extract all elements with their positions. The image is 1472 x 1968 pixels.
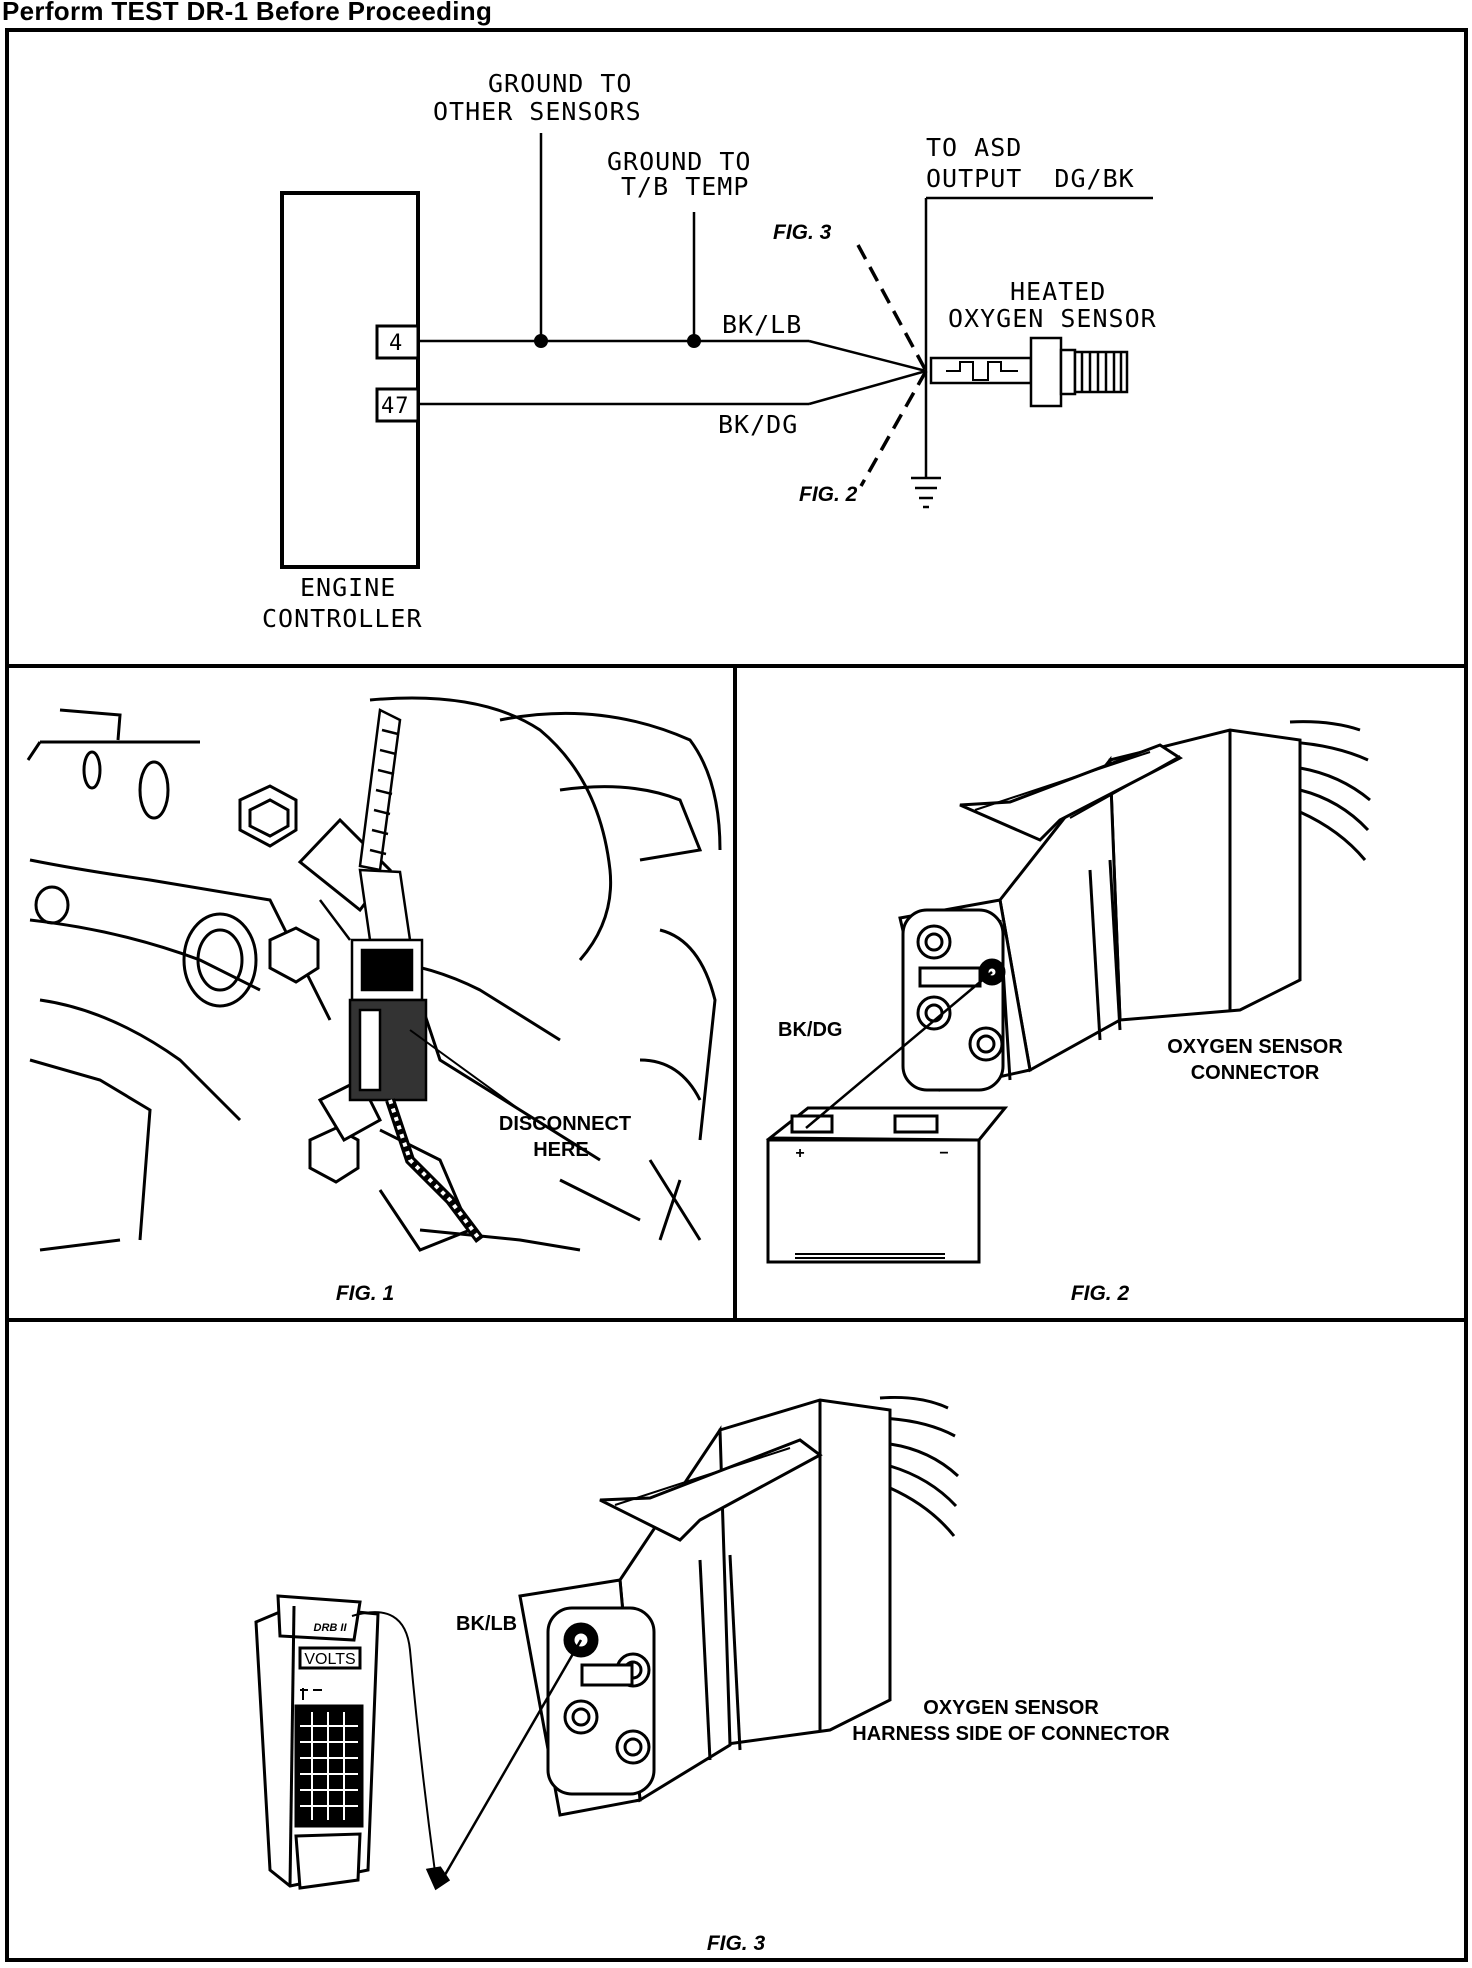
battery-icon bbox=[765, 971, 1009, 1264]
fig3-leader bbox=[856, 244, 928, 372]
ground-tb-label-2: T/B TEMP bbox=[621, 172, 749, 201]
fig3-caption: FIG. 3 bbox=[707, 1932, 766, 1955]
fig2-jumper-wire bbox=[805, 971, 993, 1129]
pin-4-box bbox=[375, 324, 420, 360]
fig2-caption: FIG. 2 bbox=[1071, 1282, 1130, 1305]
fig1-caption: FIG. 1 bbox=[336, 1282, 394, 1305]
meter-volts-label: VOLTS bbox=[304, 1651, 355, 1668]
controller-label-2: CONTROLLER bbox=[262, 604, 423, 633]
ground-symbol-icon bbox=[911, 476, 941, 509]
fig2-wire-label: BK/DG bbox=[778, 1019, 842, 1041]
wiring-schematic bbox=[280, 133, 1153, 569]
fig2-labels: BK/DG OXYGEN SENSOR CONNECTOR + − FIG. 2 bbox=[778, 1019, 1343, 1305]
meter-brand-label: DRB II bbox=[314, 1622, 348, 1634]
fig2-ref-label: FIG. 2 bbox=[799, 483, 858, 506]
wire-bklb-label: BK/LB bbox=[722, 310, 802, 339]
wire-bkdg-label: BK/DG bbox=[718, 410, 798, 439]
asd-label-2: OUTPUT DG/BK bbox=[926, 164, 1135, 193]
fig2-connector-label-2: CONNECTOR bbox=[1191, 1062, 1320, 1084]
heated-oxygen-sensor-icon bbox=[929, 336, 1129, 408]
sensor-label-2: OXYGEN SENSOR bbox=[948, 304, 1157, 333]
disconnect-label-1: DISCONNECT bbox=[499, 1113, 631, 1135]
battery-plus-label: + bbox=[795, 1145, 804, 1162]
asd-label-1: TO ASD bbox=[926, 133, 1022, 162]
fig3-labels: BK/LB DRB II VOLTS OXYGEN SENSOR HARNESS… bbox=[304, 1613, 1170, 1955]
drb-voltmeter-icon bbox=[254, 1594, 583, 1891]
ground-tb-label-1: GROUND TO bbox=[607, 147, 751, 176]
ground-other-label-2: OTHER SENSORS bbox=[433, 97, 642, 126]
fig3-ref-label: FIG. 3 bbox=[773, 221, 832, 244]
pin-47-label: 47 bbox=[381, 394, 410, 419]
sensor-label-1: HEATED bbox=[1010, 277, 1106, 306]
panel-borders bbox=[5, 28, 1468, 1962]
engine-controller-box bbox=[280, 191, 420, 569]
fig2-oxygen-sensor-connector bbox=[898, 720, 1371, 1092]
fig1-harness-and-connector bbox=[319, 708, 521, 1243]
fig1-labels: DISCONNECT HERE FIG. 1 bbox=[336, 1113, 631, 1305]
pin-4-label: 4 bbox=[389, 331, 403, 356]
controller-label-1: ENGINE bbox=[300, 573, 396, 602]
disconnect-label-2: HERE bbox=[533, 1139, 589, 1161]
battery-minus-label: − bbox=[939, 1145, 948, 1162]
fig3-connector-label-2: HARNESS SIDE OF CONNECTOR bbox=[852, 1723, 1170, 1745]
keypad-grid bbox=[300, 1712, 358, 1820]
disconnect-leader bbox=[409, 1029, 521, 1111]
fig3-probe-wire bbox=[440, 1639, 583, 1881]
ground-other-label-1: GROUND TO bbox=[488, 69, 632, 98]
fig3-connector-label-1: OXYGEN SENSOR bbox=[923, 1697, 1099, 1719]
page-header: Perform TEST DR-1 Before Proceeding bbox=[2, 0, 493, 26]
fig2-leader bbox=[859, 370, 928, 487]
fig3-wire-label: BK/LB bbox=[456, 1613, 517, 1635]
fig2-connector-label-1: OXYGEN SENSOR bbox=[1167, 1036, 1343, 1058]
schematic-labels: GROUND TO OTHER SENSORS GROUND TO T/B TE… bbox=[262, 69, 1157, 633]
fig3-harness-connector bbox=[518, 1395, 960, 1817]
